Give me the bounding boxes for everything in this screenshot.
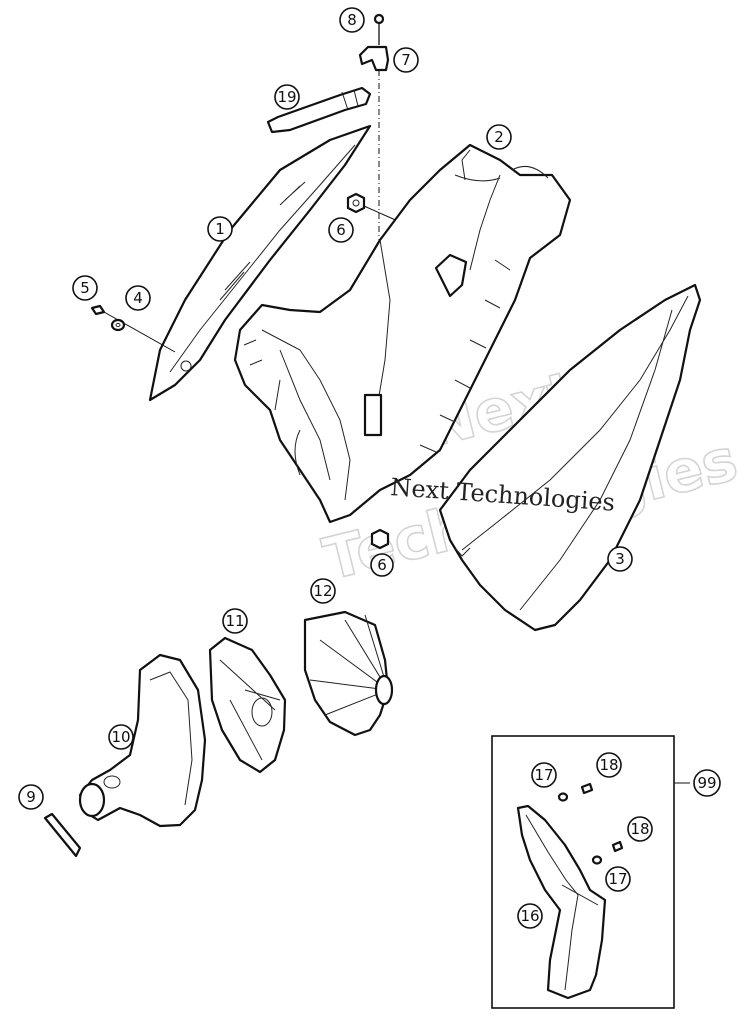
callout-17-upper: 17 — [531, 762, 557, 788]
part-6-nut — [346, 192, 366, 214]
svg-text:9: 9 — [26, 788, 36, 806]
svg-text:16: 16 — [520, 907, 539, 925]
svg-text:7: 7 — [401, 51, 411, 69]
callout-3: 3 — [607, 546, 633, 572]
svg-text:18: 18 — [599, 756, 618, 774]
callout-9: 9 — [18, 784, 44, 810]
callout-1: 1 — [207, 216, 233, 242]
callout-17-lower: 17 — [605, 866, 631, 892]
part-3-cover — [438, 283, 702, 632]
callout-18-lower: 18 — [627, 816, 653, 842]
callout-99: 99 — [693, 769, 721, 797]
svg-text:17: 17 — [534, 766, 553, 784]
svg-text:6: 6 — [377, 556, 387, 574]
svg-text:5: 5 — [80, 279, 90, 297]
part-5-screw — [90, 304, 106, 316]
part-17-washer-lower — [591, 855, 603, 865]
part-4-washer — [110, 318, 126, 332]
part-2-airbox — [233, 143, 572, 524]
callout-12: 12 — [310, 578, 336, 604]
part-17-washer-upper — [557, 792, 569, 802]
part-9-clamp — [43, 812, 82, 858]
part-6-lower-nut — [370, 528, 390, 550]
svg-text:10: 10 — [111, 728, 130, 746]
svg-text:11: 11 — [225, 612, 244, 630]
callout-6: 6 — [328, 217, 354, 243]
part-11-filter-holder — [208, 636, 287, 774]
callout-10: 10 — [108, 724, 134, 750]
callout-7: 7 — [393, 47, 419, 73]
part-18-screw-lower — [611, 840, 624, 853]
part-7-clip — [358, 45, 390, 72]
svg-text:8: 8 — [347, 11, 357, 29]
callout-6-lower: 6 — [370, 553, 394, 577]
kit-99-box — [491, 735, 690, 1009]
svg-text:19: 19 — [277, 88, 296, 106]
part-12-filter-cage — [303, 610, 394, 737]
callout-8: 8 — [339, 7, 365, 33]
part-10-intake-boot — [78, 653, 207, 828]
svg-text:18: 18 — [630, 820, 649, 838]
svg-text:3: 3 — [615, 550, 625, 568]
callout-16: 16 — [517, 903, 543, 929]
callout-11: 11 — [222, 608, 248, 634]
callout-4: 4 — [125, 285, 151, 311]
part-8-bolt — [373, 13, 385, 45]
svg-text:4: 4 — [133, 289, 143, 307]
callout-2: 2 — [486, 124, 512, 150]
svg-text:17: 17 — [608, 870, 627, 888]
part-16-snorkel — [516, 804, 607, 1000]
svg-text:6: 6 — [336, 221, 346, 239]
part-19-strap — [266, 86, 372, 134]
part-1-side-panel — [148, 124, 372, 402]
callout-19: 19 — [274, 84, 300, 110]
part-18-screw-upper — [580, 782, 594, 795]
svg-text:99: 99 — [697, 774, 716, 792]
svg-text:2: 2 — [494, 128, 504, 146]
svg-text:1: 1 — [215, 220, 225, 238]
svg-text:12: 12 — [313, 582, 332, 600]
callout-5: 5 — [72, 275, 98, 301]
callout-18-upper: 18 — [596, 752, 622, 778]
